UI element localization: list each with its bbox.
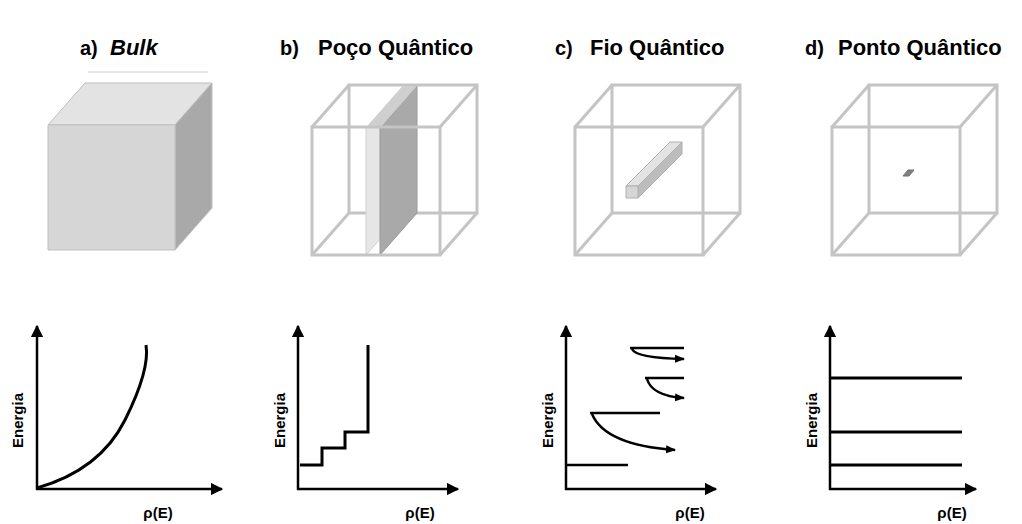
panel-title: Fio Quântico [590,37,724,59]
axis-label: Energia [805,392,820,447]
panel-letter: a) [80,38,98,58]
quantum-well-slab [366,86,417,255]
panel-title: Poço Quântico [318,37,473,59]
panel-title: Ponto Quântico [838,37,1002,59]
title-rule [88,72,208,73]
axis-label: Energia [273,392,288,447]
dot-cube [832,85,997,255]
bulk-cube [48,83,212,250]
axis-label: ρ(E) [405,505,434,520]
dot-dos-levels [831,378,962,465]
well-cube [312,85,477,255]
axis-label: Energia [11,392,26,447]
well-dos-steps [300,345,368,465]
well-cube-front [312,127,440,255]
wire-cube-front [575,127,703,255]
bulk-dos-curve [37,345,147,488]
quantum-dot [903,170,914,176]
wire-dos-curves [567,348,684,465]
axis-label: Energia [541,392,556,447]
panel-letter: b) [280,38,299,58]
axes [36,326,976,490]
quantum-wire-bar [626,142,682,198]
wire-cube [575,85,740,255]
axis-label: ρ(E) [143,505,172,520]
axis-label: ρ(E) [937,505,966,520]
panel-title: Bulk [110,37,158,59]
axis-label: ρ(E) [675,505,704,520]
panel-letter: c) [555,38,573,58]
panel-letter: d) [805,38,824,58]
